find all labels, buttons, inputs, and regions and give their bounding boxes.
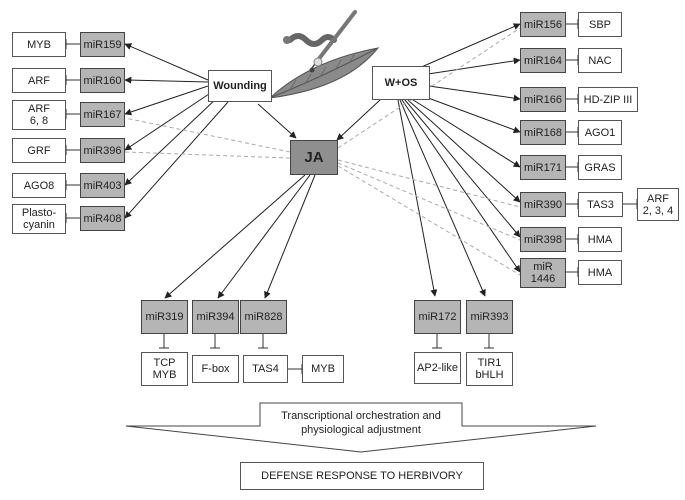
ja-node: JA bbox=[290, 140, 338, 175]
mirna-box: miR393 bbox=[466, 300, 513, 334]
right-target-ago1: AGO1 bbox=[578, 120, 622, 145]
mirna-box: miR403 bbox=[80, 173, 125, 198]
left-target-ago8: AGO8 bbox=[12, 173, 66, 198]
left-target-plastocyanin: Plasto- cyanin bbox=[12, 204, 66, 234]
right-target-arf234: ARF 2, 3, 4 bbox=[637, 188, 679, 221]
bottom-target-myb: MYB bbox=[302, 355, 344, 383]
wounding-arrows bbox=[124, 43, 297, 219]
orchestration-arrow bbox=[125, 402, 597, 453]
mirna-box: miR172 bbox=[414, 300, 461, 334]
defense-response-box: DEFENSE RESPONSE TO HERBIVORY bbox=[240, 462, 484, 490]
wos-node: W+OS bbox=[372, 66, 430, 100]
mirna-box: miR396 bbox=[80, 138, 125, 163]
mirna-box: miR164 bbox=[520, 48, 566, 73]
mirna-box: miR319 bbox=[141, 300, 188, 334]
mirna-box: miR408 bbox=[80, 206, 125, 231]
bottom-target-tas4: TAS4 bbox=[243, 355, 288, 383]
mirna-box: miR394 bbox=[192, 300, 239, 334]
caterpillar-leaf-illustration bbox=[268, 10, 380, 99]
mirna-box: miR828 bbox=[240, 300, 287, 334]
mirna-box: miR390 bbox=[520, 192, 566, 217]
right-target-nac: NAC bbox=[578, 48, 622, 73]
mirna-box: miR167 bbox=[80, 102, 125, 127]
mirna-box: miR398 bbox=[520, 227, 566, 252]
ja-arrows bbox=[164, 174, 316, 299]
left-target-grf: GRF bbox=[12, 138, 66, 163]
left-target-arf: ARF bbox=[12, 68, 66, 93]
right-target-hma: HMA bbox=[578, 227, 622, 252]
mirna-box: miR 1446 bbox=[520, 258, 566, 288]
right-target-tas3: TAS3 bbox=[578, 192, 623, 217]
left-target-arf68: ARF 6, 8 bbox=[12, 100, 66, 130]
wos-arrows bbox=[336, 23, 521, 297]
right-target-sbp: SBP bbox=[578, 12, 622, 37]
mirna-box: miR160 bbox=[80, 68, 125, 93]
left-target-myb: MYB bbox=[12, 32, 66, 57]
bottom-target-tcp-myb: TCP MYB bbox=[141, 352, 188, 386]
wounding-node: Wounding bbox=[208, 70, 272, 102]
mirna-box: miR156 bbox=[520, 12, 566, 37]
mirna-box: miR171 bbox=[520, 155, 566, 180]
bottom-target-tir1: TIR1 bHLH bbox=[466, 352, 513, 386]
right-target-hma: HMA bbox=[578, 260, 622, 285]
left-inhibitions bbox=[65, 39, 80, 223]
right-target-hdzip: HD-ZIP III bbox=[578, 87, 638, 112]
mirna-box: miR168 bbox=[520, 120, 566, 145]
right-target-gras: GRAS bbox=[578, 155, 622, 180]
mirna-box: miR166 bbox=[520, 87, 566, 112]
bottom-target-fbox: F-box bbox=[192, 355, 239, 383]
orchestration-label: Transcriptional orchestration and physio… bbox=[281, 410, 441, 436]
mirna-box: miR159 bbox=[80, 32, 125, 57]
bottom-target-ap2: AP2-like bbox=[414, 352, 461, 384]
